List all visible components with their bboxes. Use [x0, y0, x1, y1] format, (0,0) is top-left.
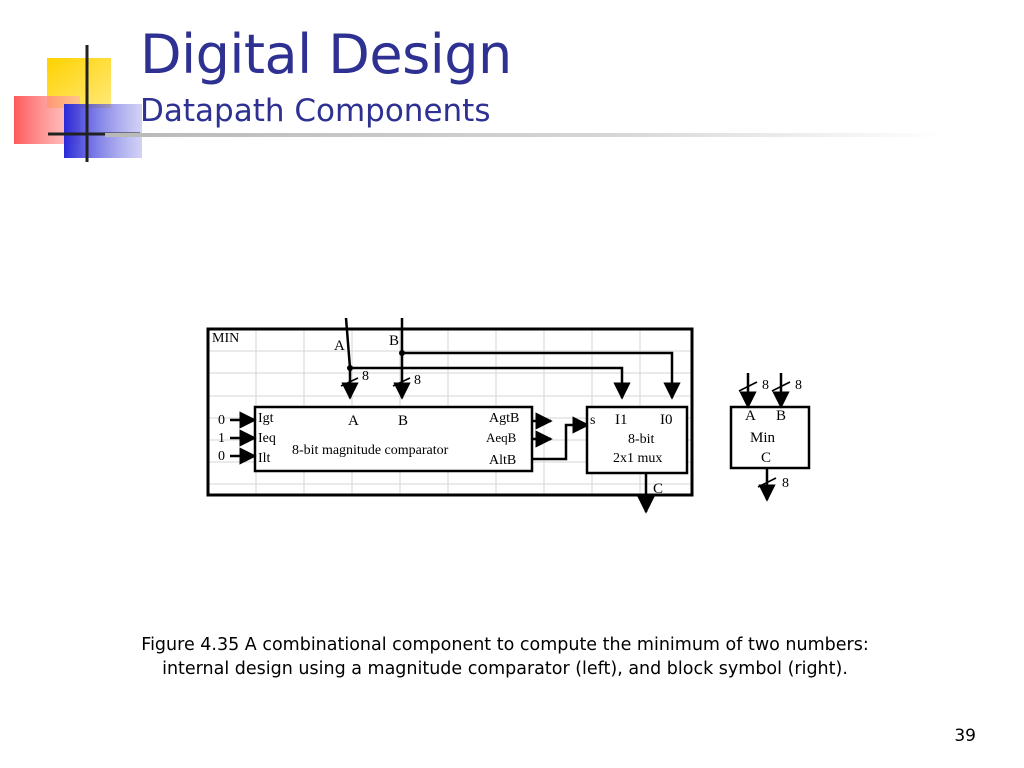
block-width-c: 8 — [782, 476, 789, 491]
block-tick-a — [738, 381, 758, 392]
block-width-b: 8 — [795, 378, 802, 393]
magnitude-comparator — [253, 405, 534, 473]
block-tick-c — [757, 477, 777, 488]
slide-logo — [14, 45, 142, 162]
block-name: Min — [750, 430, 776, 446]
block-output-c: C — [761, 450, 771, 466]
mux-name-line2: 2x1 mux — [613, 451, 662, 466]
comparator-in-ieq: Ieq — [258, 431, 276, 446]
mux-input-i1: I1 — [615, 412, 628, 428]
ilt-value: 0 — [218, 449, 225, 464]
wire-a — [341, 317, 631, 400]
mux-select-label: s — [590, 413, 595, 428]
block-input-wires — [739, 373, 790, 502]
block-input-b: B — [776, 408, 786, 424]
min-box-label: MIN — [212, 331, 239, 346]
wire-b — [393, 318, 681, 400]
slide-title: Digital Design — [140, 23, 512, 86]
title-divider — [105, 133, 945, 137]
comparator-name: 8-bit magnitude comparator — [292, 443, 449, 458]
comparator-in-igt: Igt — [258, 411, 274, 426]
block-tick-b — [771, 381, 791, 392]
comparator-out-agtb: AgtB — [489, 411, 519, 426]
figure-caption: Figure 4.35 A combinational component to… — [141, 635, 869, 679]
input-b-label: B — [389, 333, 399, 349]
junction-a — [347, 365, 353, 371]
mux-input-i0: I0 — [660, 412, 673, 428]
comparator-output-wires — [532, 412, 590, 461]
bus-tick-b — [392, 377, 411, 387]
output-c-label: C — [653, 481, 663, 497]
bus-width-a: 8 — [362, 369, 369, 384]
block-width-a: 8 — [762, 378, 769, 393]
bus-tick-a — [340, 377, 359, 387]
input-a-label: A — [334, 338, 345, 354]
slide-subtitle: Datapath Components — [140, 93, 491, 129]
comparator-out-altb: AltB — [489, 453, 516, 468]
block-input-a: A — [745, 408, 756, 424]
page-number: 39 — [954, 726, 976, 746]
mux-2x1 — [585, 405, 689, 475]
junction-b — [399, 350, 405, 356]
igt-value: 0 — [218, 413, 225, 428]
min-block-symbol — [729, 405, 811, 470]
ieq-value: 1 — [218, 431, 225, 446]
min-outer-box — [206, 327, 694, 497]
comparator-out-aeqb: AeqB — [486, 430, 517, 445]
bus-width-b: 8 — [414, 373, 421, 388]
comparator-input-a: A — [348, 413, 359, 429]
comparator-input-b: B — [398, 413, 408, 429]
comparator-in-ilt: Ilt — [258, 451, 271, 466]
mux-name-line1: 8-bit — [628, 432, 655, 447]
control-input-wires — [230, 411, 257, 465]
